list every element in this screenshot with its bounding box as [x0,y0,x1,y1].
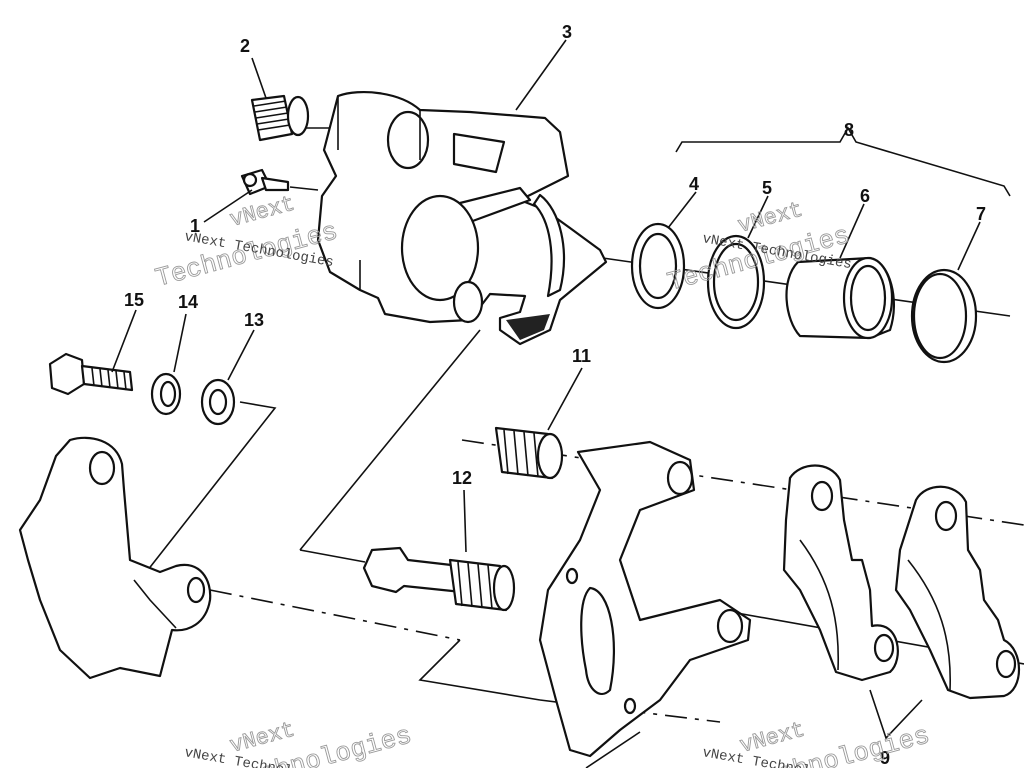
callout-11: 11 [572,346,591,366]
part-7-dust-cap[interactable] [910,268,978,364]
support-bracket[interactable] [538,440,752,758]
callout-14: 14 [178,292,198,312]
callout-13: 13 [244,310,264,330]
callout-labels: 1 2 3 4 5 6 7 8 9 11 12 13 14 15 [124,22,986,768]
part-3-caliper-body[interactable] [316,90,608,346]
part-5-seal-ring[interactable] [706,234,766,330]
part-15-bolt[interactable] [48,352,134,396]
part-4-seal-ring[interactable] [630,222,686,310]
leader-lines [111,39,981,768]
callout-2: 2 [240,36,250,56]
callout-15: 15 [124,290,144,310]
callout-4: 4 [689,174,699,194]
part-9-brake-pad-right[interactable] [894,485,1021,700]
callout-12: 12 [452,468,472,488]
part-12-slide-pin[interactable] [362,546,516,612]
watermark-bottom-left: vNext Technologies vNext Technologies [183,717,415,768]
callout-3: 3 [562,22,572,42]
part-9-brake-pad-left[interactable] [782,464,899,682]
callout-1: 1 [190,216,200,236]
watermark-top-left: vNext Technologies vNext Technologies [152,191,342,294]
mounting-bracket[interactable] [18,436,212,680]
watermark-line1: vNext [735,198,805,239]
group-8-bracket [675,126,1011,197]
callout-7: 7 [976,204,986,224]
part-2-plug[interactable] [250,94,310,142]
part-1-bleeder-screw[interactable] [240,168,290,196]
part-11-boot[interactable] [494,426,564,480]
callout-8: 8 [844,120,854,140]
part-14-lock-washer[interactable] [150,372,182,416]
callout-9: 9 [880,748,890,768]
part-13-washer[interactable] [200,378,236,426]
part-6-piston[interactable] [785,256,895,340]
callout-6: 6 [860,186,870,206]
callout-5: 5 [762,178,772,198]
watermark-line1: vNext [227,192,297,233]
